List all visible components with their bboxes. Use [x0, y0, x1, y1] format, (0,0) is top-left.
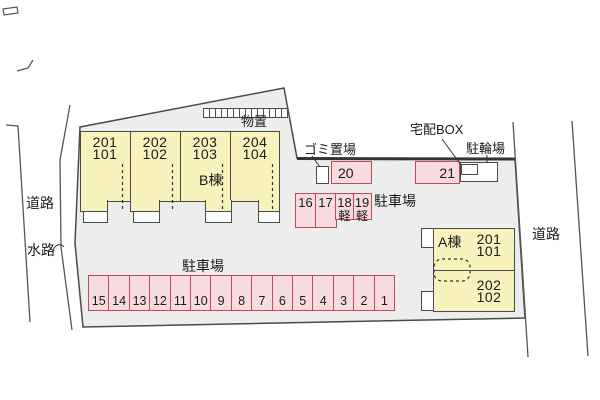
road-right-far-edge-line [571, 120, 589, 357]
kei-tag: 軽 [338, 209, 351, 223]
building-a-name: A棟 [438, 234, 462, 250]
parking-space-16: 16 [295, 193, 316, 228]
parking-space-13: 13 [130, 276, 151, 310]
space-number: 4 [319, 294, 327, 308]
parking-space-10: 10 [191, 276, 212, 310]
parking-space-9: 9 [211, 276, 232, 310]
space-number: 9 [217, 294, 225, 308]
north-boundary-thick-line [296, 157, 516, 161]
building-b-porch [205, 211, 232, 223]
waterway-line [59, 104, 73, 331]
unit-number-lower: 102 [142, 146, 168, 162]
storage-cell [282, 109, 287, 117]
delivery-box [461, 164, 478, 175]
space-number: 16 [298, 195, 313, 210]
parking-space-15: 15 [89, 276, 110, 310]
label-road-right: 道路 [532, 226, 560, 242]
parking-space-6: 6 [273, 276, 294, 310]
space-number: 15 [91, 294, 106, 308]
building-b-porch [83, 211, 108, 223]
label-road-left: 道路 [26, 195, 54, 211]
space-number: 18 [337, 195, 352, 210]
label-bicycle-parking: 駐輪場 [466, 141, 506, 156]
parking-row-bottom: 15 14 13 12 11 10 9 8 7 6 5 4 3 2 1 [88, 275, 395, 311]
building-a-porch [421, 228, 434, 248]
road-right-near-edge-line [512, 121, 529, 358]
parking-space-7: 7 [252, 276, 273, 310]
space-number: 11 [173, 294, 187, 308]
garbage-box [316, 166, 329, 184]
space-number: 12 [152, 294, 167, 308]
space-number: 13 [132, 294, 147, 308]
building-b-porch [133, 211, 160, 223]
parking-space-11: 11 [171, 276, 192, 310]
unit-number-lower: 103 [192, 146, 218, 162]
parking-space-18: 18 軽 [335, 193, 354, 223]
parking-space-21: 21 [415, 161, 460, 184]
space-number: 20 [338, 165, 354, 181]
parking-space-5: 5 [293, 276, 314, 310]
label-delivery-box: 宅配BOX [410, 122, 464, 137]
building-b-porch [258, 211, 280, 223]
building-b-name: B棟 [199, 172, 223, 188]
survey-marker-box [2, 6, 19, 16]
building-a-porch [421, 291, 434, 311]
space-number: 1 [380, 294, 388, 308]
space-number: 7 [258, 294, 266, 308]
parking-space-12: 12 [150, 276, 171, 310]
label-storage: 物置 [241, 114, 268, 129]
building-b-unit-1-label: 201 101 [80, 135, 130, 162]
space-number: 2 [360, 294, 368, 308]
space-number: 21 [439, 165, 455, 181]
road-left-edge-line [5, 124, 31, 323]
building-b-unit-4-label: 204 104 [230, 135, 280, 162]
space-number: 14 [112, 294, 127, 308]
label-parking-bottom: 駐車場 [182, 258, 224, 274]
building-b-unit-3-label: 203 103 [180, 135, 230, 162]
parking-space-1: 1 [375, 276, 394, 310]
space-number: 17 [318, 195, 333, 210]
space-number: 6 [278, 294, 286, 308]
building-b-unit-2-label: 202 102 [130, 135, 180, 162]
unit-number-lower: 104 [242, 146, 268, 162]
road-bend-mark [16, 59, 34, 72]
label-waterway: 水路 [27, 242, 55, 258]
space-number: 3 [340, 294, 348, 308]
parking-space-14: 14 [109, 276, 130, 310]
space-number: 8 [238, 294, 246, 308]
parking-space-8: 8 [232, 276, 253, 310]
space-number: 10 [193, 294, 208, 308]
kei-tag: 軽 [355, 209, 368, 223]
label-parking-mid: 駐車場 [374, 193, 416, 209]
building-a-unit-2-label: 202 102 [472, 278, 506, 305]
space-number: 19 [354, 195, 370, 210]
building-a-divider [434, 270, 514, 272]
label-garbage: ゴミ置場 [304, 142, 357, 157]
parking-space-4: 4 [313, 276, 334, 310]
space-number: 5 [299, 294, 307, 308]
unit-number-lower: 101 [476, 243, 502, 259]
building-a-unit-1-label: 201 101 [472, 232, 506, 259]
unit-number-lower: 102 [476, 289, 502, 305]
parking-space-17: 17 [314, 193, 337, 228]
parking-space-20: 20 [331, 161, 372, 184]
unit-number-lower: 101 [92, 146, 118, 162]
parking-space-2: 2 [354, 276, 375, 310]
parking-space-3: 3 [334, 276, 355, 310]
parking-space-19: 19 軽 [352, 193, 372, 223]
